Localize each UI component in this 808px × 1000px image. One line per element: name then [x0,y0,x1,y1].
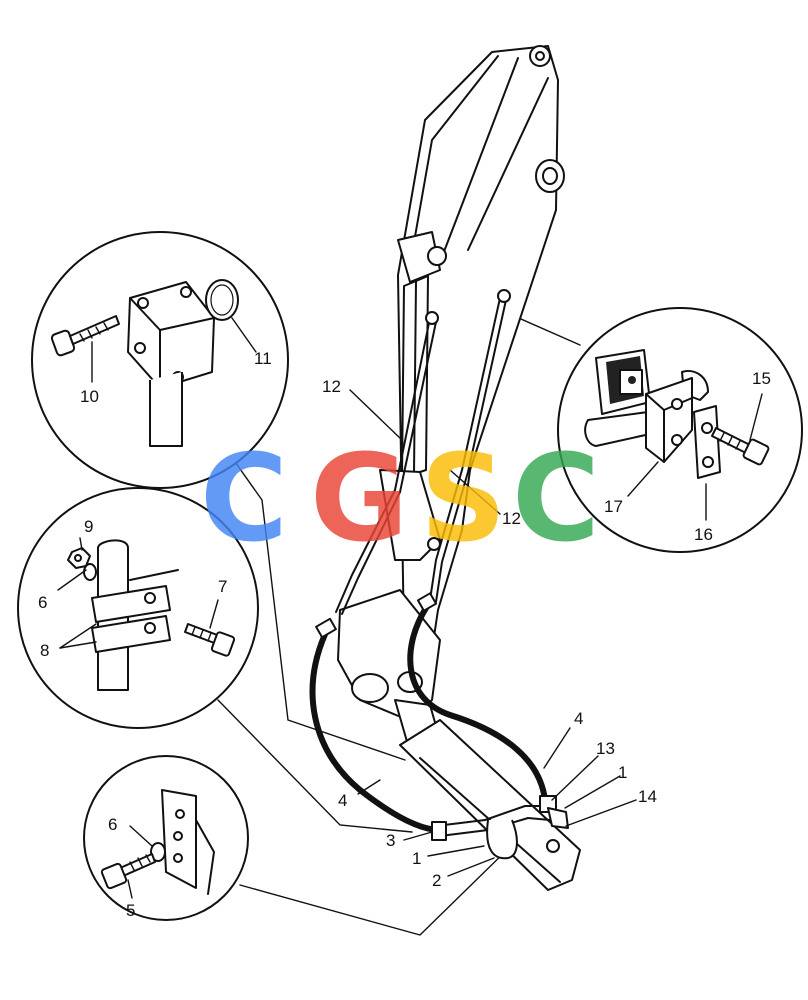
bolt-7-icon [184,623,236,657]
callout-17: 17 [604,497,623,516]
detail-circle-clamp [17,487,259,729]
callout-3: 3 [386,831,395,850]
callout-4-right: 4 [574,709,583,728]
washer-6-icon [83,563,97,581]
flexible-hoses [309,592,548,833]
callout-1-lower: 1 [412,849,421,868]
callout-12-left: 12 [322,377,341,396]
steel-pipes [335,289,511,615]
bolt-10-icon [50,315,120,357]
callout-11: 11 [254,349,272,368]
callout-9: 9 [84,517,93,536]
callout-12-right: 12 [502,509,521,528]
hose-right [407,605,548,803]
detail-circle-bracket [83,755,249,921]
callout-leaders [349,389,637,877]
callout-1-right: 1 [618,763,627,782]
watermark-letter: S [420,430,506,569]
callout-4-left: 4 [338,791,347,810]
detail-circle-flange [31,231,289,489]
washer-6b-icon [150,842,166,862]
callout-10: 10 [80,387,99,406]
flange-block-icon [127,281,215,447]
pipe-section-icon [584,411,651,447]
callout-2: 2 [432,871,441,890]
callout-6-upper: 6 [38,593,47,612]
bolt-15-icon [711,427,770,466]
callout-14: 14 [638,787,657,806]
callout-5: 5 [126,901,135,920]
callout-8: 8 [40,641,49,660]
callout-16: 16 [694,525,713,544]
u-clamp [486,819,518,860]
callout-15: 15 [752,369,771,388]
lower-pipe-run [431,795,569,860]
hose-end-fitting [431,821,447,841]
callout-7: 7 [218,577,227,596]
chassis-beam [399,719,581,891]
watermark-letter: G [310,430,409,569]
bolt-5-icon [100,853,156,890]
callout-13: 13 [596,739,615,758]
detail-circle-block [557,307,803,553]
watermark-letter: C [200,430,288,569]
callout-6-lower: 6 [108,815,117,834]
watermark-letter: C [512,430,600,569]
callout-numbers: 10 11 12 12 15 17 16 9 6 7 8 4 13 1 14 4… [38,349,771,920]
hose-left [309,629,443,833]
